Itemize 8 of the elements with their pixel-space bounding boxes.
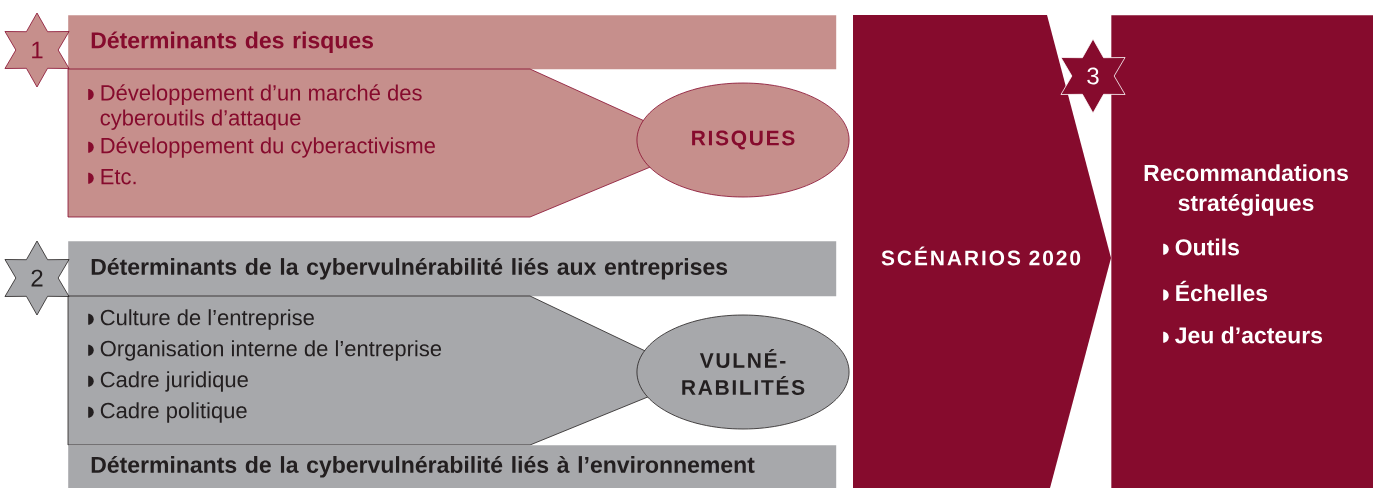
- header-band: Déterminants de la cybervulnérabilité liés à l’environnement: [68, 445, 837, 488]
- node-label: Déterminants de la cybervulnérabilité liés à l’environnement: [91, 455, 755, 478]
- recommendation-panel: Recommandations stratégiques Outils Échelles Jeu d’acteurs: [1111, 15, 1373, 488]
- numbered-star: 1: [4, 12, 70, 88]
- numbered-star: 3: [1060, 38, 1126, 114]
- header-band: Déterminants de la cybervulnérabilité liés aux entreprises: [68, 241, 837, 297]
- header-band: Déterminants des risques: [68, 15, 837, 70]
- numbered-star: 2: [4, 240, 70, 316]
